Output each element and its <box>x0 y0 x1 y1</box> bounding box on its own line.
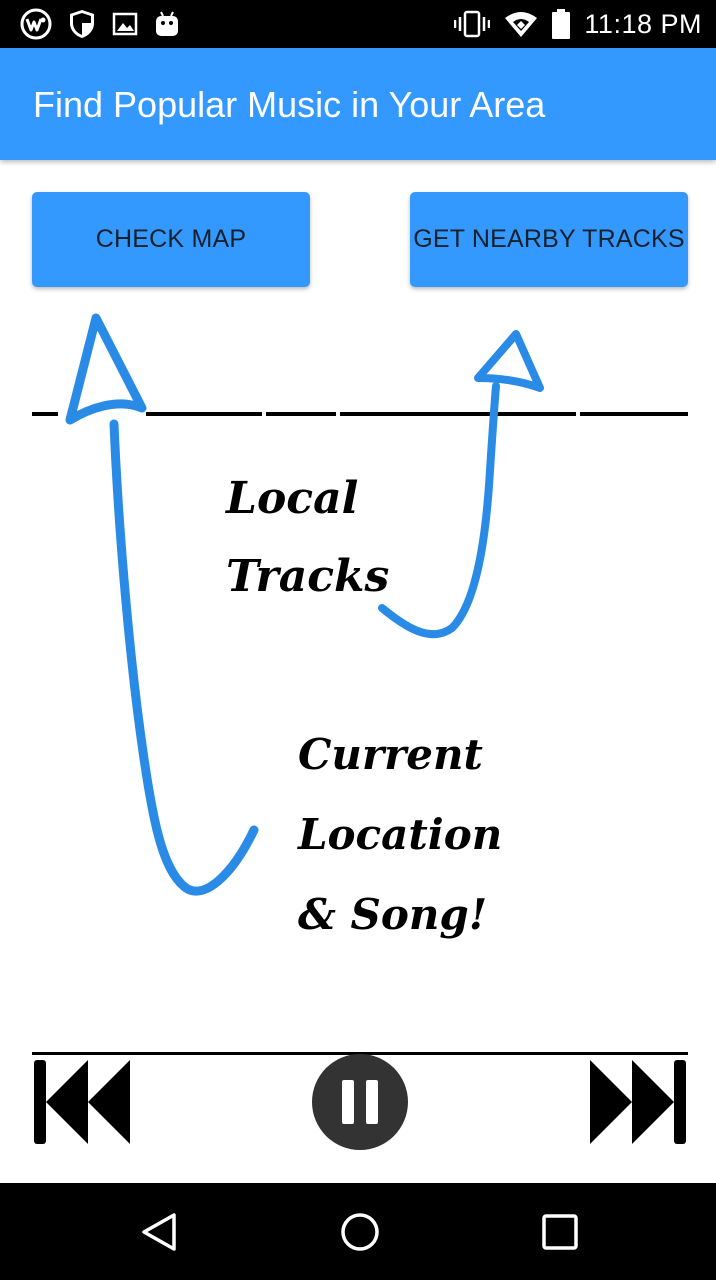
skip-previous-button[interactable] <box>32 1058 132 1146</box>
current-location-note-line1: Current <box>298 730 483 779</box>
local-tracks-note-line1: Local <box>226 473 359 524</box>
recents-button[interactable] <box>538 1210 582 1254</box>
skip-next-button[interactable] <box>588 1058 688 1146</box>
shield-icon <box>68 8 96 40</box>
back-button[interactable] <box>138 1210 182 1254</box>
status-right-icons: 11:18 PM <box>454 7 702 41</box>
local-tracks-note: Local Tracks <box>226 460 389 616</box>
battery-icon <box>552 9 571 39</box>
back-icon <box>142 1213 176 1251</box>
check-map-button[interactable]: CHECK MAP <box>32 192 310 287</box>
navigation-bar <box>0 1183 716 1280</box>
current-location-note: Current Location & Song! <box>298 715 502 955</box>
wifi-icon <box>504 10 538 38</box>
android-icon <box>154 10 180 38</box>
app-logo-icon <box>20 8 52 40</box>
current-location-note-line3: & Song! <box>298 890 488 939</box>
home-button[interactable] <box>338 1210 382 1254</box>
annotation-drawing <box>32 313 688 896</box>
app-bar: Find Popular Music in Your Area <box>0 48 716 160</box>
skip-next-icon <box>590 1060 686 1144</box>
get-nearby-tracks-button[interactable]: GET NEARBY TRACKS <box>410 192 688 287</box>
status-time: 11:18 PM <box>584 8 702 39</box>
status-left-icons <box>20 7 180 41</box>
pause-icon <box>342 1080 378 1124</box>
pause-button[interactable] <box>312 1054 408 1150</box>
local-tracks-note-line2: Tracks <box>226 551 390 602</box>
image-icon <box>112 11 138 37</box>
skip-previous-icon <box>34 1060 130 1144</box>
vibrate-icon <box>454 10 491 38</box>
local-tracks-arrow <box>378 330 544 639</box>
current-location-note-line2: Location <box>298 810 503 859</box>
current-location-arrow <box>65 313 259 896</box>
status-bar: 11:18 PM <box>0 0 716 48</box>
recents-icon <box>542 1214 578 1250</box>
home-icon <box>341 1213 379 1251</box>
player-divider <box>32 1052 688 1055</box>
app-title: Find Popular Music in Your Area <box>33 84 546 125</box>
